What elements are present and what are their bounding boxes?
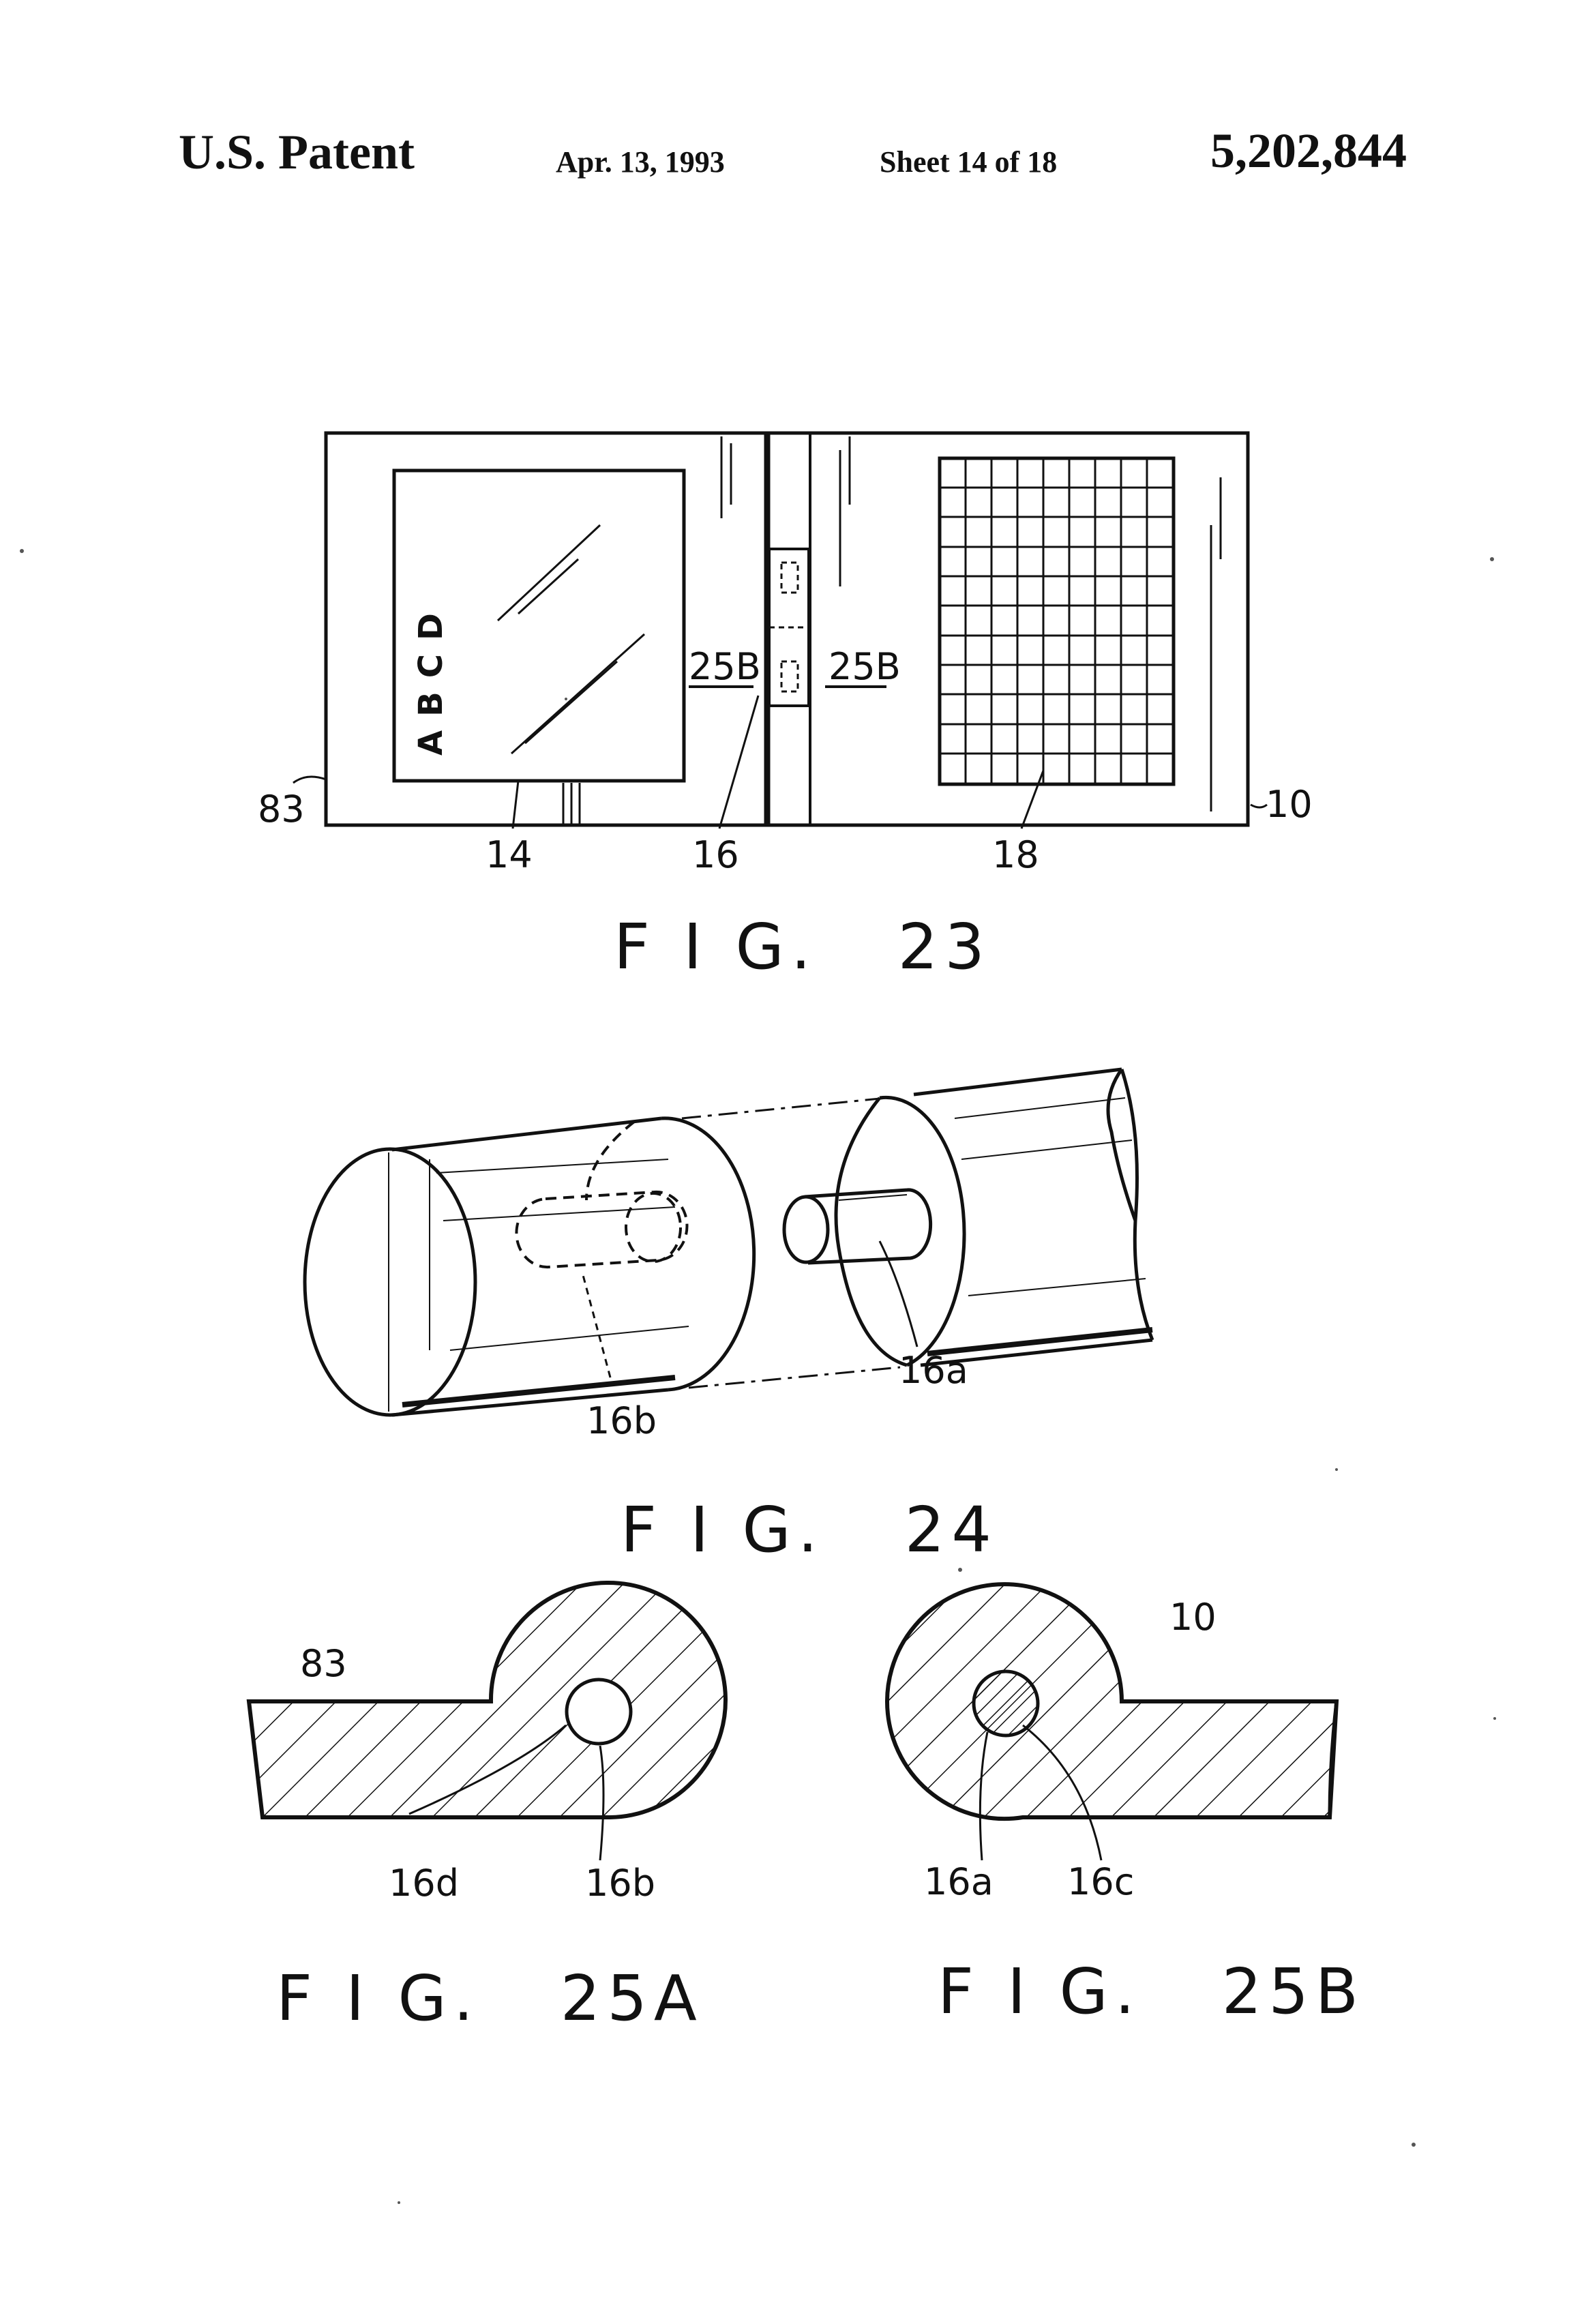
fig23-keypad-grid bbox=[940, 458, 1174, 784]
fig23-caption: F I G. 23 bbox=[614, 910, 991, 983]
fig23-ref-10: 10 bbox=[1266, 783, 1313, 826]
fig25a-cross-section bbox=[239, 1568, 730, 1860]
fig25a-ref-16d: 16d bbox=[389, 1862, 459, 1905]
fig25b-cross-section bbox=[886, 1568, 1350, 1860]
fig23-section-mark-right: 25B bbox=[829, 645, 901, 688]
fig23-ref-16: 16 bbox=[692, 833, 739, 876]
fig25a-hole-16b bbox=[567, 1680, 631, 1744]
fig25a-ref-83: 83 bbox=[300, 1642, 347, 1685]
fig25b-ref-10: 10 bbox=[1169, 1596, 1217, 1639]
fig23-display-text: ABCD bbox=[412, 599, 450, 756]
fig24-ref-16b: 16b bbox=[586, 1399, 657, 1442]
fig24-hinge-assembly bbox=[305, 1069, 1152, 1415]
fig23-keypad-lines bbox=[940, 458, 1174, 784]
fig24-ref-16a: 16a bbox=[899, 1349, 968, 1392]
fig25b-ref-16a: 16a bbox=[924, 1860, 994, 1903]
fig25a-ref-16b: 16b bbox=[585, 1862, 655, 1905]
fig25b-pin-16a bbox=[974, 1671, 1038, 1735]
fig23-ref-18: 18 bbox=[992, 833, 1039, 876]
fig24-left-cylinder-end bbox=[305, 1149, 475, 1415]
fig25b-ref-16c: 16c bbox=[1067, 1860, 1134, 1903]
fig24-slot-16b bbox=[516, 1192, 687, 1267]
fig23-ref-14: 14 bbox=[486, 833, 533, 876]
fig23-ref-83: 83 bbox=[258, 788, 305, 831]
fig24-caption: F I G. 24 bbox=[621, 1493, 998, 1566]
fig25b-caption: F I G. 25B bbox=[938, 1955, 1365, 2028]
fig23-section-mark-left: 25B bbox=[689, 645, 761, 688]
fig25a-caption: F I G. 25A bbox=[276, 1962, 704, 2035]
